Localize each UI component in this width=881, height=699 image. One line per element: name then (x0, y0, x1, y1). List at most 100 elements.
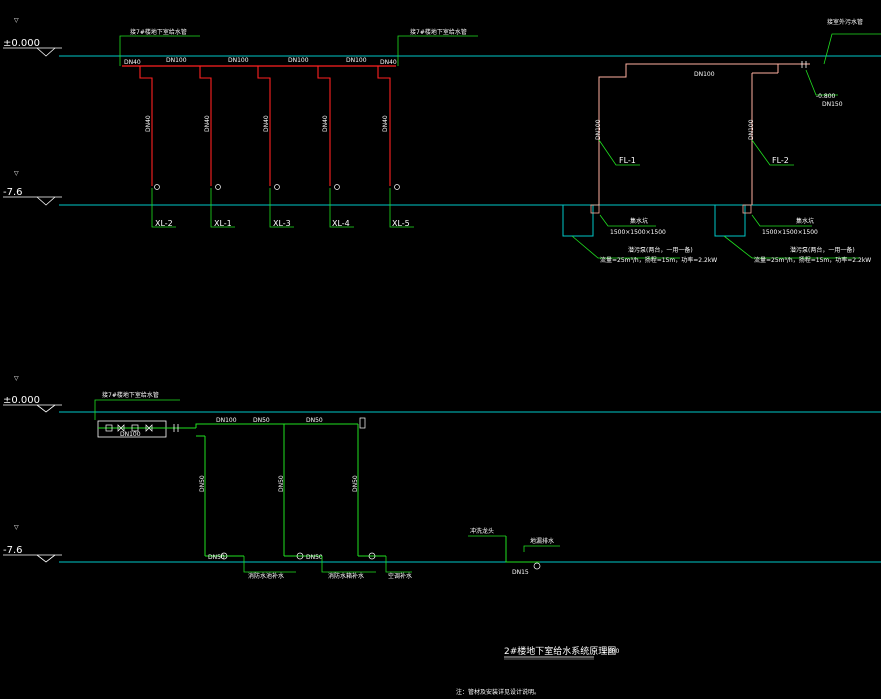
outlet-note: 接室外污水管 (827, 18, 863, 26)
leader-line (119, 35, 200, 66)
sump-pit (714, 205, 746, 237)
svg-text:DN40: DN40 (204, 115, 211, 132)
svg-text:流量=25m³/h，扬程=15m，功率=2.2kW: 流量=25m³/h，扬程=15m，功率=2.2kW (600, 256, 717, 264)
outlet-label: 消防水池补水 (248, 572, 284, 580)
ground-level-label: ±0.000 (3, 395, 40, 406)
basement-level-label: -7.6 (3, 545, 23, 556)
basement-level-label: -7.6 (3, 187, 23, 198)
drain-top-size: DN100 (694, 71, 715, 78)
valve-icon (394, 184, 400, 190)
top-section: ▽ ±0.000 ▽ -7.6 接7#楼地下室给水管 接7#楼地下室给水管 DN… (3, 17, 881, 264)
riser-group: DN40 XL-2 (139, 66, 176, 228)
branch-main (195, 423, 358, 428)
svg-text:集水坑: 集水坑 (630, 217, 648, 225)
riser-group: DN40 XL-5 (377, 66, 414, 228)
svg-text:1500×1500×1500: 1500×1500×1500 (762, 229, 818, 236)
svg-text:DN100: DN100 (595, 119, 602, 140)
meter-size: DN100 (120, 431, 141, 438)
check-valve-icon (117, 424, 125, 432)
fixture-label: 地漏排水 (530, 537, 554, 545)
leader-line (823, 33, 881, 65)
footnote: 注：管材及安装详见设计说明。 (456, 688, 540, 696)
bottom-section: ▽ ±0.000 ▽ -7.6 接7#楼地下室给水管 DN100 DN100 D… (3, 375, 881, 696)
leader-note: 接7#楼地下室给水管 (102, 391, 159, 399)
pipe-size-label: DN40 (380, 59, 397, 66)
riser-label: XL-5 (392, 219, 410, 228)
level-mark-small: ▽ (14, 170, 19, 177)
pipe-size-label: DN40 (124, 59, 141, 66)
riser-label: XL-1 (214, 219, 232, 228)
svg-text:DN50: DN50 (208, 554, 225, 561)
drain-pipe (598, 63, 779, 205)
svg-text:DN40: DN40 (263, 115, 270, 132)
svg-text:流量=25m³/h，扬程=15m，功率=2.2kW: 流量=25m³/h，扬程=15m，功率=2.2kW (754, 256, 871, 264)
svg-text:DN40: DN40 (382, 115, 389, 132)
svg-text:▽: ▽ (14, 375, 19, 382)
valve-icon (334, 184, 340, 190)
drawing-scale: 1:100 (602, 648, 619, 655)
level-mark-small: ▽ (14, 17, 19, 24)
leader-note-right: 接7#楼地下室给水管 (410, 28, 467, 36)
svg-text:DN40: DN40 (145, 115, 152, 132)
main-size-1: DN100 (166, 57, 187, 64)
outlet-size: DN150 (822, 101, 843, 108)
leader-line (94, 399, 180, 420)
valve-icon (368, 552, 376, 560)
drain-icon (533, 562, 541, 570)
valve-icon (215, 184, 221, 190)
outlet-level: -0.800 (816, 93, 836, 100)
riser-group: DN40 XL-1 (199, 66, 235, 228)
leader-line (397, 35, 478, 66)
leader-note-left: 接7#楼地下室给水管 (130, 28, 187, 36)
svg-text:DN50: DN50 (278, 475, 285, 492)
air-valve-icon (359, 417, 366, 429)
svg-text:DN15: DN15 (512, 569, 529, 576)
valve-icon (220, 552, 228, 560)
svg-text:DN40: DN40 (322, 115, 329, 132)
svg-text:潜污泵(两台，一用一备): 潜污泵(两台，一用一备) (790, 246, 855, 254)
outlet-label: 消防水箱补水 (328, 572, 364, 580)
valve-icon (154, 184, 160, 190)
main-size-3: DN100 (288, 57, 309, 64)
svg-text:DN50: DN50 (306, 417, 323, 424)
fixture-label: 冲洗龙头 (470, 527, 494, 535)
meter-box (97, 420, 167, 438)
outlet-label: 空调补水 (388, 572, 412, 580)
riser-label: XL-4 (332, 219, 350, 228)
drainage-system: DN100 接室外污水管 -0.800 DN150 DN100 DN100 FL… (562, 18, 881, 264)
valve-icon (105, 424, 113, 432)
level-triangle (36, 47, 56, 57)
sump-pit (562, 205, 594, 237)
svg-text:▽: ▽ (14, 524, 19, 531)
riser-group: DN40 XL-3 (257, 66, 294, 228)
valve-icon (296, 552, 304, 560)
drain-riser-label: FL-1 (619, 156, 636, 165)
fixture-pipe (505, 536, 540, 563)
riser-label: XL-2 (155, 219, 173, 228)
ground-level-label: ±0.000 (3, 38, 40, 49)
svg-text:集水坑: 集水坑 (796, 217, 814, 225)
riser-label: XL-3 (273, 219, 291, 228)
svg-text:DN100: DN100 (748, 119, 755, 140)
main-size-4: DN100 (346, 57, 367, 64)
meter-icon (131, 424, 139, 432)
level-triangle (36, 196, 56, 206)
level-triangle (36, 404, 56, 413)
svg-text:DN50: DN50 (306, 554, 323, 561)
svg-text:1500×1500×1500: 1500×1500×1500 (610, 229, 666, 236)
main-size-2: DN100 (228, 57, 249, 64)
pump-icon (742, 204, 752, 214)
drain-riser-label: FL-2 (772, 156, 789, 165)
svg-text:DN100: DN100 (216, 417, 237, 424)
svg-text:DN50: DN50 (199, 475, 206, 492)
level-triangle (36, 554, 56, 563)
svg-text:DN50: DN50 (253, 417, 270, 424)
drawing-title: 2#楼地下室给水系统原理图 (504, 645, 616, 657)
valve-icon (145, 424, 153, 432)
valve-icon (274, 184, 280, 190)
svg-text:DN50: DN50 (352, 475, 359, 492)
svg-text:潜污泵(两台，一用一备): 潜污泵(两台，一用一备) (628, 246, 693, 254)
pump-icon (590, 204, 600, 214)
